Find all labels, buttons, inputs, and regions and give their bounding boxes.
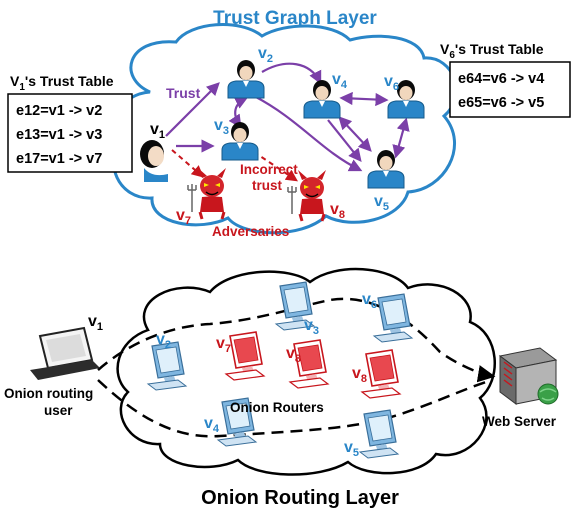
- router-label-v5: v5: [344, 439, 359, 459]
- router-label-v8: v8: [352, 365, 367, 385]
- onion-user-label: Onion routing: [4, 386, 93, 401]
- edge-v2-v4: [261, 62, 322, 85]
- onion-user: v1 Onion routing user: [4, 313, 103, 418]
- v6-table-row: e65=v6 -> v5: [458, 95, 544, 111]
- router-v3: v3: [275, 281, 319, 337]
- edge-v2-v5: [253, 95, 363, 172]
- adversaries-label: Adversaries: [212, 224, 289, 239]
- node-v5: v5: [367, 149, 405, 213]
- v6-table-title: V6's Trust Table: [440, 41, 544, 61]
- web-server: Web Server: [482, 347, 559, 429]
- edge-v1-v7: [171, 149, 204, 178]
- router-v6: v6: [362, 291, 413, 343]
- onion-routers-label: Onion Routers: [230, 400, 324, 415]
- edge-v4-v5: [338, 116, 372, 152]
- incorrect-trust-label: Incorrect: [240, 162, 298, 177]
- edge-v1-v2: [165, 82, 220, 137]
- laptop-icon: [30, 326, 100, 380]
- node-label-v7: v7: [176, 207, 191, 227]
- router-v8b-adversary: v8: [352, 349, 401, 399]
- node-v3: v3: [214, 117, 259, 161]
- router-label-v4: v4: [204, 415, 220, 435]
- onion-route-lower: [97, 378, 493, 438]
- router-label-v6: v6: [362, 291, 377, 311]
- trust-cloud: [112, 23, 458, 235]
- router-label-v8: v8: [286, 345, 301, 365]
- node-v2: v2: [227, 45, 273, 99]
- node-label-v1: v1: [150, 121, 165, 141]
- node-v1-top: v1: [140, 121, 168, 182]
- v6-trust-table: V6's Trust Table e64=v6 -> v4 e65=v6 -> …: [440, 41, 571, 118]
- v1-table-row: e13=v1 -> v3: [16, 127, 102, 143]
- node-label-v5: v5: [374, 193, 389, 213]
- node-label-v3: v3: [214, 117, 229, 137]
- router-v5: v5: [344, 409, 399, 459]
- router-v2: v2: [147, 331, 187, 391]
- user-face-icon: [140, 140, 168, 182]
- server-icon: [498, 347, 559, 405]
- v1-trust-table: V1's Trust Table e12=v1 -> v2 e13=v1 -> …: [7, 73, 133, 173]
- router-v8a-adversary: v8: [286, 339, 329, 389]
- node-v7-adversary: v7: [176, 166, 228, 227]
- router-label-v2: v2: [156, 331, 171, 351]
- v6-table-row: e64=v6 -> v4: [458, 71, 544, 87]
- onion-layer-title: Onion Routing Layer: [201, 487, 399, 509]
- router-v4: v4: [204, 397, 257, 447]
- edge-v6-v5: [392, 117, 410, 159]
- v1-table-title: V1's Trust Table: [10, 73, 114, 93]
- router-label-v3: v3: [304, 317, 319, 337]
- onion-user-label: user: [44, 403, 73, 418]
- v1-table-box: [7, 93, 133, 173]
- incorrect-trust-edges: [171, 149, 298, 182]
- web-server-label: Web Server: [482, 414, 557, 429]
- trust-edge-label: Trust: [166, 85, 201, 101]
- incorrect-trust-label: trust: [252, 178, 283, 193]
- node-label-v1: v1: [88, 313, 103, 333]
- router-v7-adversary: v7: [216, 331, 265, 381]
- node-label-v8: v8: [330, 201, 345, 221]
- edge-v4-v5b: [327, 119, 362, 163]
- v6-table-box: [449, 61, 571, 118]
- router-label-v7: v7: [216, 335, 231, 355]
- node-v4: v4: [303, 71, 348, 119]
- node-v6: v6: [384, 73, 425, 119]
- trust-edges: [165, 62, 410, 172]
- node-label-v6: v6: [384, 73, 399, 93]
- onion-routes: [97, 297, 496, 438]
- v1-table-row: e17=v1 -> v7: [16, 151, 102, 167]
- onion-route-upper: [97, 297, 496, 383]
- node-label-v2: v2: [258, 45, 273, 65]
- v1-table-row: e12=v1 -> v2: [16, 103, 102, 119]
- trust-layer-title: Trust Graph Layer: [213, 8, 377, 29]
- edge-v4-v6: [339, 91, 389, 107]
- node-label-v4: v4: [332, 71, 348, 91]
- node-v8-adversary: v8: [286, 168, 345, 223]
